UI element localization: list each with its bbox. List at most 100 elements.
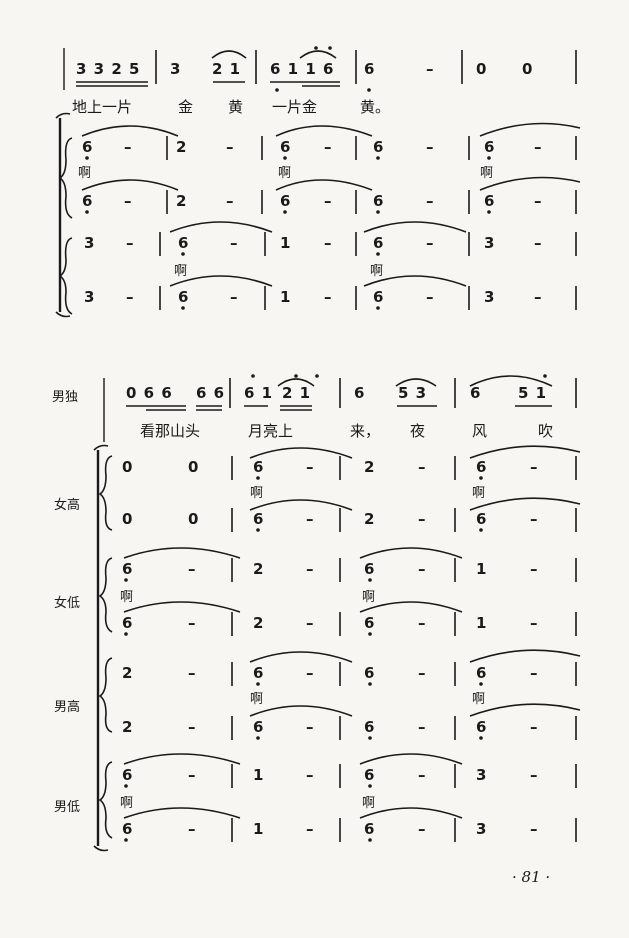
note: 6 xyxy=(122,820,134,838)
note-group: 6 xyxy=(364,60,376,78)
note: – xyxy=(188,560,197,578)
note: 2 xyxy=(253,560,265,578)
note: 0 xyxy=(188,510,200,528)
note: – xyxy=(306,510,315,528)
note: 6 xyxy=(373,192,385,210)
note: 6 xyxy=(364,614,376,632)
note: – xyxy=(188,820,197,838)
note: 3 xyxy=(476,766,488,784)
note: 6 xyxy=(364,664,376,682)
lyric-ah: 啊 xyxy=(278,166,292,181)
note: 6 xyxy=(476,718,488,736)
note-group: 5 3 xyxy=(398,384,428,402)
note: – xyxy=(226,138,235,156)
note: 6 xyxy=(364,718,376,736)
lyric-ah: 啊 xyxy=(362,590,376,605)
note: 6 xyxy=(178,234,190,252)
note: 1 xyxy=(253,820,265,838)
note: 2 xyxy=(364,510,376,528)
note: – xyxy=(306,560,315,578)
lyric-ah: 啊 xyxy=(250,486,264,501)
note: 6 xyxy=(253,664,265,682)
part-label-bass: 男低 xyxy=(54,800,81,815)
note: 6 xyxy=(476,458,488,476)
note: 0 xyxy=(122,510,134,528)
note: – xyxy=(124,192,133,210)
lyric-ah: 啊 xyxy=(250,692,264,707)
lyric-ah: 啊 xyxy=(480,166,494,181)
lyric: 月亮上 xyxy=(248,422,294,440)
part-label-alto: 女低 xyxy=(54,596,81,611)
note: 1 xyxy=(476,560,488,578)
note: – xyxy=(226,192,235,210)
note: 6 xyxy=(364,560,376,578)
note: 6 xyxy=(253,458,265,476)
note-group: 2 1 xyxy=(282,384,312,402)
note: – xyxy=(306,458,315,476)
note: – xyxy=(530,820,539,838)
note: – xyxy=(418,560,427,578)
lyric: 看那山头 xyxy=(140,422,201,440)
note: 6 xyxy=(82,192,94,210)
lyric: 黄。 xyxy=(360,98,391,116)
part-label-soprano: 女高 xyxy=(54,498,81,513)
lyric-ah: 啊 xyxy=(472,486,486,501)
note: 6 xyxy=(82,138,94,156)
note: – xyxy=(418,614,427,632)
note-group: 6 1 xyxy=(244,384,274,402)
note: 6 xyxy=(122,614,134,632)
note-group: 3 xyxy=(170,60,182,78)
note: 6 xyxy=(373,288,385,306)
note: – xyxy=(124,138,133,156)
note: 6 xyxy=(280,138,292,156)
note: – xyxy=(324,234,333,252)
note: 3 xyxy=(84,234,96,252)
note: – xyxy=(188,664,197,682)
part-label-tenor: 男高 xyxy=(54,700,81,715)
note-group: 0 6 6 xyxy=(126,384,173,402)
lyric-ah: 啊 xyxy=(472,692,486,707)
note: – xyxy=(306,718,315,736)
note-group: 6 1 1 6 xyxy=(270,60,335,78)
note-group: 3 3 2 5 xyxy=(76,60,141,78)
note: 3 xyxy=(476,820,488,838)
note: 6 xyxy=(253,510,265,528)
note: 6 xyxy=(373,138,385,156)
lyric: 夜 xyxy=(410,422,426,440)
note: 6 xyxy=(364,766,376,784)
note: – xyxy=(306,766,315,784)
note: – xyxy=(306,614,315,632)
note: – xyxy=(418,766,427,784)
note: – xyxy=(534,288,543,306)
note: – xyxy=(530,766,539,784)
lyric-ah: 啊 xyxy=(174,264,188,279)
note: 1 xyxy=(476,614,488,632)
note: 6 xyxy=(373,234,385,252)
note: – xyxy=(230,288,239,306)
lyric-ah: 啊 xyxy=(120,796,134,811)
note: – xyxy=(530,458,539,476)
note: 1 xyxy=(280,288,292,306)
lyric-ah: 啊 xyxy=(78,166,92,181)
note: – xyxy=(324,288,333,306)
note: 3 xyxy=(484,288,496,306)
note: – xyxy=(306,820,315,838)
note: 2 xyxy=(364,458,376,476)
lyric: 吹 xyxy=(538,422,554,440)
note-group: 6 xyxy=(470,384,482,402)
note: – xyxy=(534,138,543,156)
lyric: 金 xyxy=(178,98,194,116)
note: 6 xyxy=(122,560,134,578)
page-number: · 81 · xyxy=(512,868,551,886)
part-label-solo: 男独 xyxy=(52,390,79,405)
note: 6 xyxy=(476,664,488,682)
note: 6 xyxy=(476,510,488,528)
note: – xyxy=(126,288,135,306)
lyric-ah: 啊 xyxy=(370,264,384,279)
note-group: 6 xyxy=(354,384,366,402)
lyric: 风 xyxy=(472,422,488,440)
lyric: 地上一片 xyxy=(72,98,133,116)
note-group: 5 1 xyxy=(518,384,548,402)
